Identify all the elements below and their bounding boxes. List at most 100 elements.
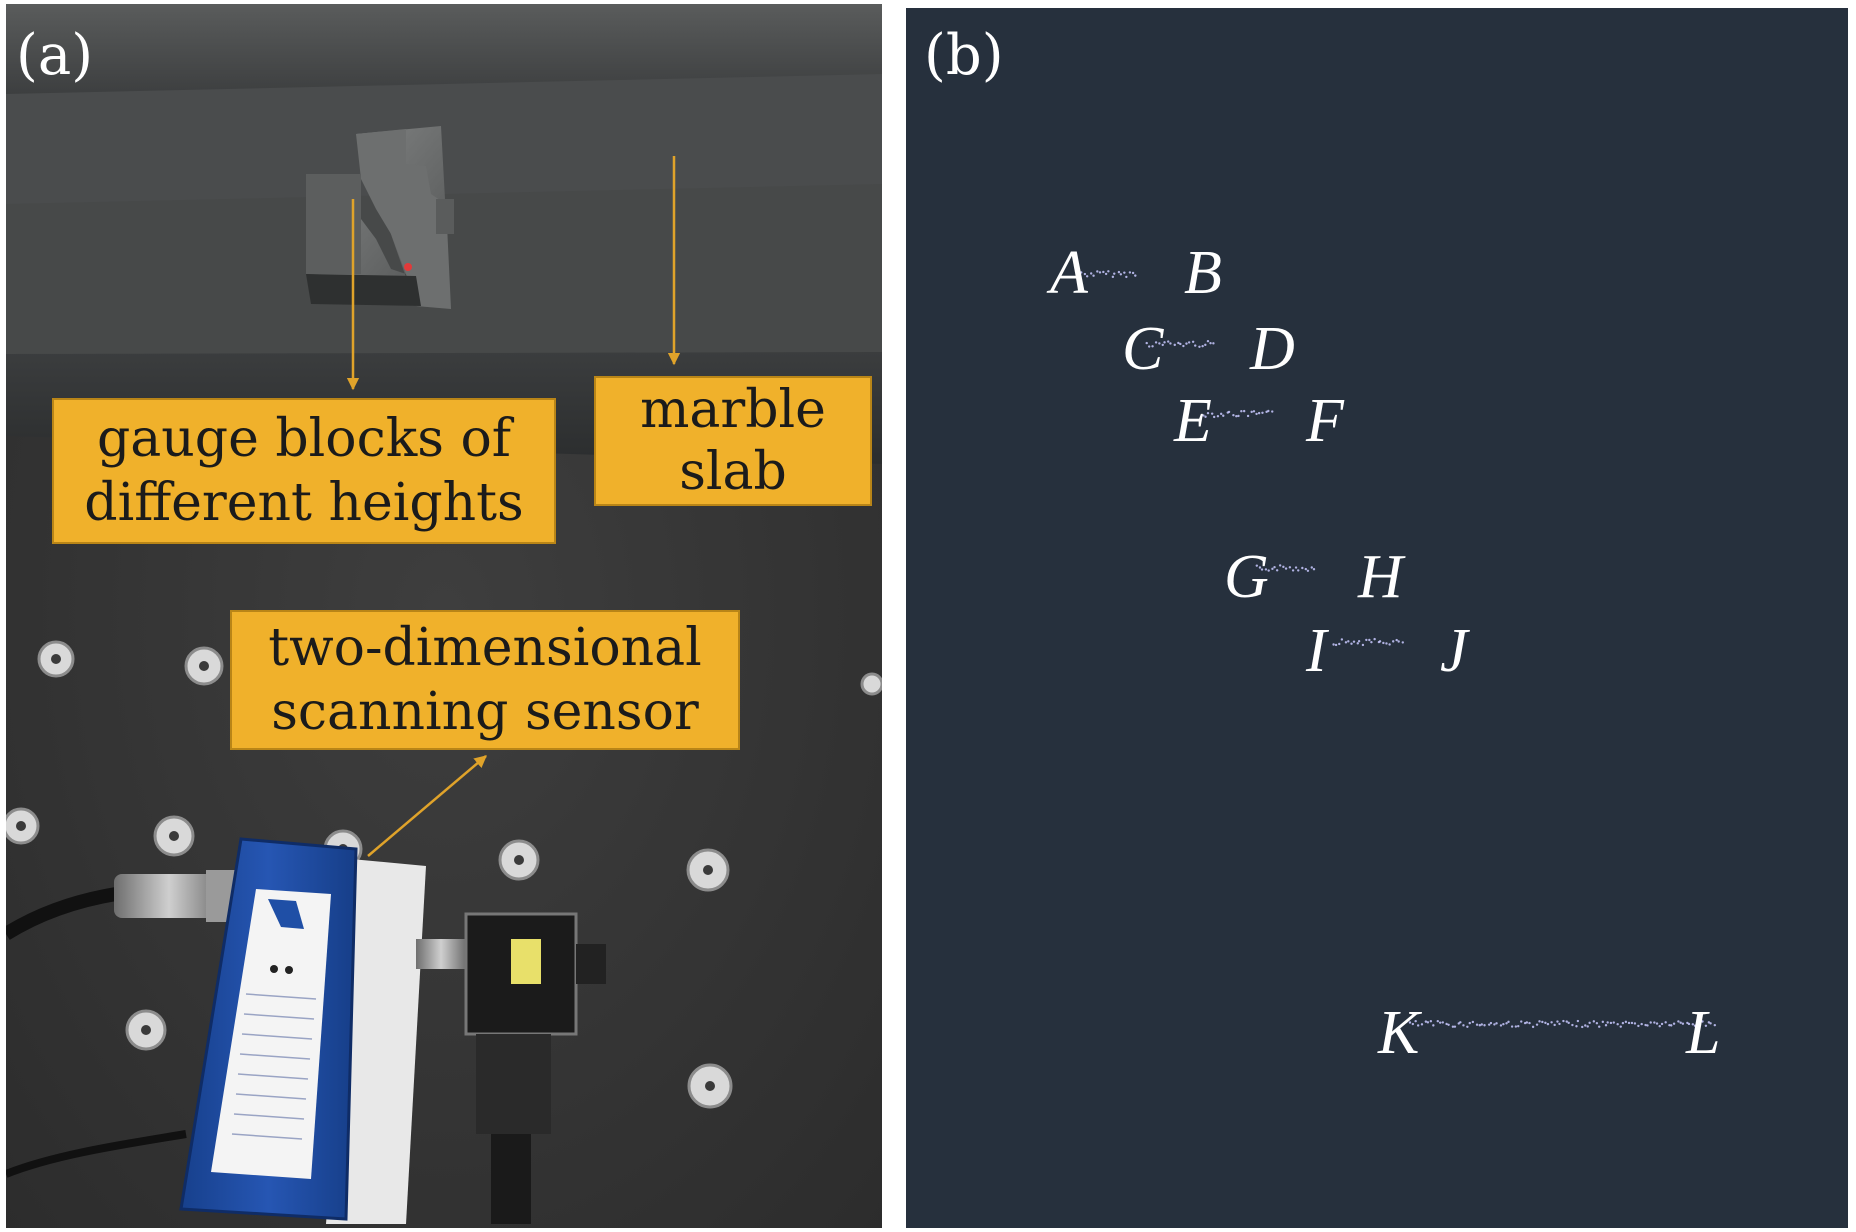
scan-point [1466, 1025, 1469, 1028]
scan-point [1204, 415, 1207, 418]
scan-point [1173, 343, 1176, 347]
scan-point [1670, 1024, 1673, 1027]
scan-point [1288, 566, 1292, 569]
scan-point [1382, 641, 1385, 645]
scan-point [1201, 344, 1204, 348]
scan-point [1713, 1023, 1717, 1027]
scan-point [1284, 567, 1288, 570]
scan-point [1653, 1021, 1656, 1024]
point-label-h: H [1358, 543, 1403, 611]
scan-points-plot [1077, 270, 1717, 1029]
scan-point [1083, 272, 1087, 276]
scan-point [1655, 1022, 1659, 1025]
scan-point [1301, 566, 1304, 570]
scan-point [1576, 1019, 1580, 1023]
scan-point [1297, 569, 1300, 572]
scan-point [1104, 272, 1108, 276]
scan-point [1240, 410, 1243, 413]
scan-point [1480, 1023, 1483, 1026]
scan-point [1414, 1019, 1417, 1023]
scan-point [1332, 643, 1335, 646]
scan-point [1588, 1021, 1591, 1025]
scan-point [1445, 1022, 1448, 1026]
scan-point [1707, 1021, 1711, 1024]
scan-point [1558, 1022, 1561, 1026]
scan-point [1340, 638, 1344, 641]
callout-sensor-line-2: scanning sensor [271, 682, 699, 742]
scan-point [1531, 1025, 1535, 1029]
scan-point [1416, 1024, 1420, 1027]
scan-point [1649, 1021, 1652, 1024]
scan-point [1119, 273, 1123, 276]
scan-point [1487, 1023, 1491, 1026]
scan-point [1679, 1021, 1682, 1024]
scan-point [1163, 341, 1166, 344]
scan-point [1633, 1022, 1637, 1025]
scan-point [1169, 342, 1172, 345]
scan-point [1546, 1022, 1550, 1026]
scan-point [1356, 642, 1359, 645]
scan-point [1260, 568, 1264, 571]
scan-point [1544, 1021, 1547, 1025]
scan-point [1077, 273, 1081, 276]
scan-point [1616, 1022, 1619, 1026]
scan-point [1161, 343, 1164, 347]
scan-point [1586, 1025, 1589, 1028]
scan-point [1212, 415, 1216, 419]
scan-point [1185, 342, 1188, 345]
scan-point [1212, 342, 1215, 345]
scan-point [1304, 567, 1308, 571]
scan-point [1687, 1022, 1691, 1026]
scan-point [1432, 1024, 1435, 1027]
scan-point [1206, 339, 1210, 343]
scan-point [1365, 638, 1368, 642]
scan-point [1267, 409, 1270, 413]
scan-point [1672, 1022, 1676, 1025]
scan-point [1206, 411, 1210, 415]
callout-marble-slab: marble slab [594, 376, 872, 506]
point-label-b: B [1184, 239, 1222, 307]
scan-point [1198, 345, 1201, 349]
scan-point [1595, 1022, 1599, 1025]
scan-point [1451, 1025, 1455, 1028]
scan-point [1378, 640, 1382, 643]
scan-point [1510, 1025, 1514, 1028]
scan-point [1621, 1021, 1625, 1025]
scan-point [1145, 341, 1148, 345]
scan-point [1312, 568, 1316, 571]
scan-point [1227, 410, 1231, 414]
scan-point [1556, 1020, 1559, 1023]
point-label-d: D [1250, 315, 1295, 383]
scan-point [1471, 1020, 1475, 1024]
scan-point [1357, 640, 1361, 643]
scan-point [1436, 1019, 1439, 1023]
scan-point [1222, 414, 1225, 417]
scan-point [1187, 341, 1191, 344]
scan-point [1505, 1022, 1508, 1025]
scan-point [1502, 1022, 1505, 1026]
scan-point [1125, 275, 1128, 279]
scan-point [1459, 1021, 1462, 1024]
scan-point [1258, 566, 1262, 569]
scan-point [1528, 1021, 1531, 1025]
scan-point [1306, 569, 1310, 573]
scan-point [1275, 569, 1279, 572]
scan-point [1131, 271, 1135, 275]
point-label-j: J [1440, 617, 1468, 685]
scan-point [1264, 568, 1268, 571]
scan-point [1388, 643, 1391, 646]
scan-point [1250, 410, 1253, 414]
panel-a-label: (a) [16, 23, 94, 88]
scan-point [1499, 1024, 1503, 1027]
scan-point [1447, 1023, 1450, 1026]
scan-point [1644, 1023, 1647, 1027]
point-label-a: A [1050, 239, 1088, 307]
scan-point [1489, 1021, 1493, 1025]
scan-point [1210, 412, 1214, 415]
scan-point [1385, 642, 1388, 645]
scan-point [1246, 414, 1250, 418]
scan-point [1627, 1021, 1631, 1025]
scan-point [1567, 1021, 1570, 1025]
scan-point [1691, 1023, 1695, 1026]
scan-point [1562, 1019, 1565, 1023]
